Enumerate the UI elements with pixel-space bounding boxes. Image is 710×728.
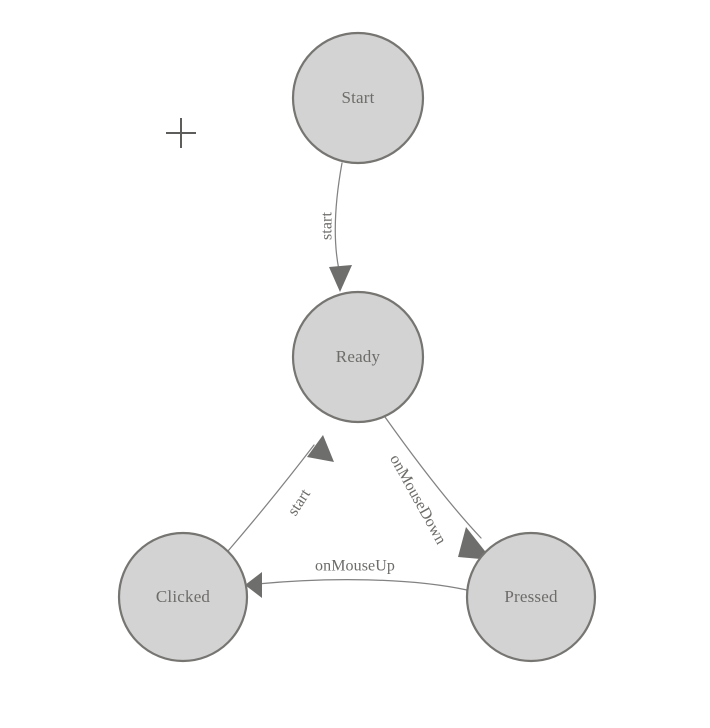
node-start-circle[interactable] xyxy=(291,31,425,165)
edge-ready-to-pressed[interactable]: onMouseDown xyxy=(384,416,492,560)
node-pressed-circle[interactable] xyxy=(465,531,597,663)
node-ready-circle[interactable] xyxy=(291,290,425,424)
node-clicked-circle[interactable] xyxy=(117,531,249,663)
edge-label-start-to-ready: start xyxy=(319,212,336,241)
edge-line xyxy=(334,162,343,271)
node-pressed[interactable]: Pressed xyxy=(465,531,597,663)
node-start[interactable]: Start xyxy=(291,31,425,165)
edge-label-ready-to-pressed: onMouseDown xyxy=(386,452,449,547)
node-ready[interactable]: Ready xyxy=(291,290,425,424)
arrowhead-icon xyxy=(329,265,352,292)
node-start-label: Start xyxy=(341,88,374,107)
arrowhead-icon xyxy=(307,435,334,462)
edge-line xyxy=(227,444,315,552)
node-clicked-label: Clicked xyxy=(156,587,211,606)
node-layer: Start Ready Clicked Pressed xyxy=(117,31,597,663)
edge-label-clicked-to-ready: start xyxy=(285,486,315,519)
edge-line xyxy=(384,416,482,539)
edge-clicked-to-ready[interactable]: start xyxy=(227,435,334,552)
edge-start-to-ready[interactable]: start xyxy=(319,162,352,292)
edge-label-pressed-to-clicked: onMouseUp xyxy=(315,558,395,575)
crosshair-icon xyxy=(166,118,196,148)
node-pressed-label: Pressed xyxy=(504,587,558,606)
arrowhead-icon xyxy=(245,572,262,598)
node-clicked[interactable]: Clicked xyxy=(117,531,249,663)
edge-pressed-to-clicked[interactable]: onMouseUp xyxy=(245,558,468,598)
node-ready-label: Ready xyxy=(336,347,381,366)
edge-line xyxy=(256,579,468,591)
arrowhead-icon xyxy=(458,527,492,560)
